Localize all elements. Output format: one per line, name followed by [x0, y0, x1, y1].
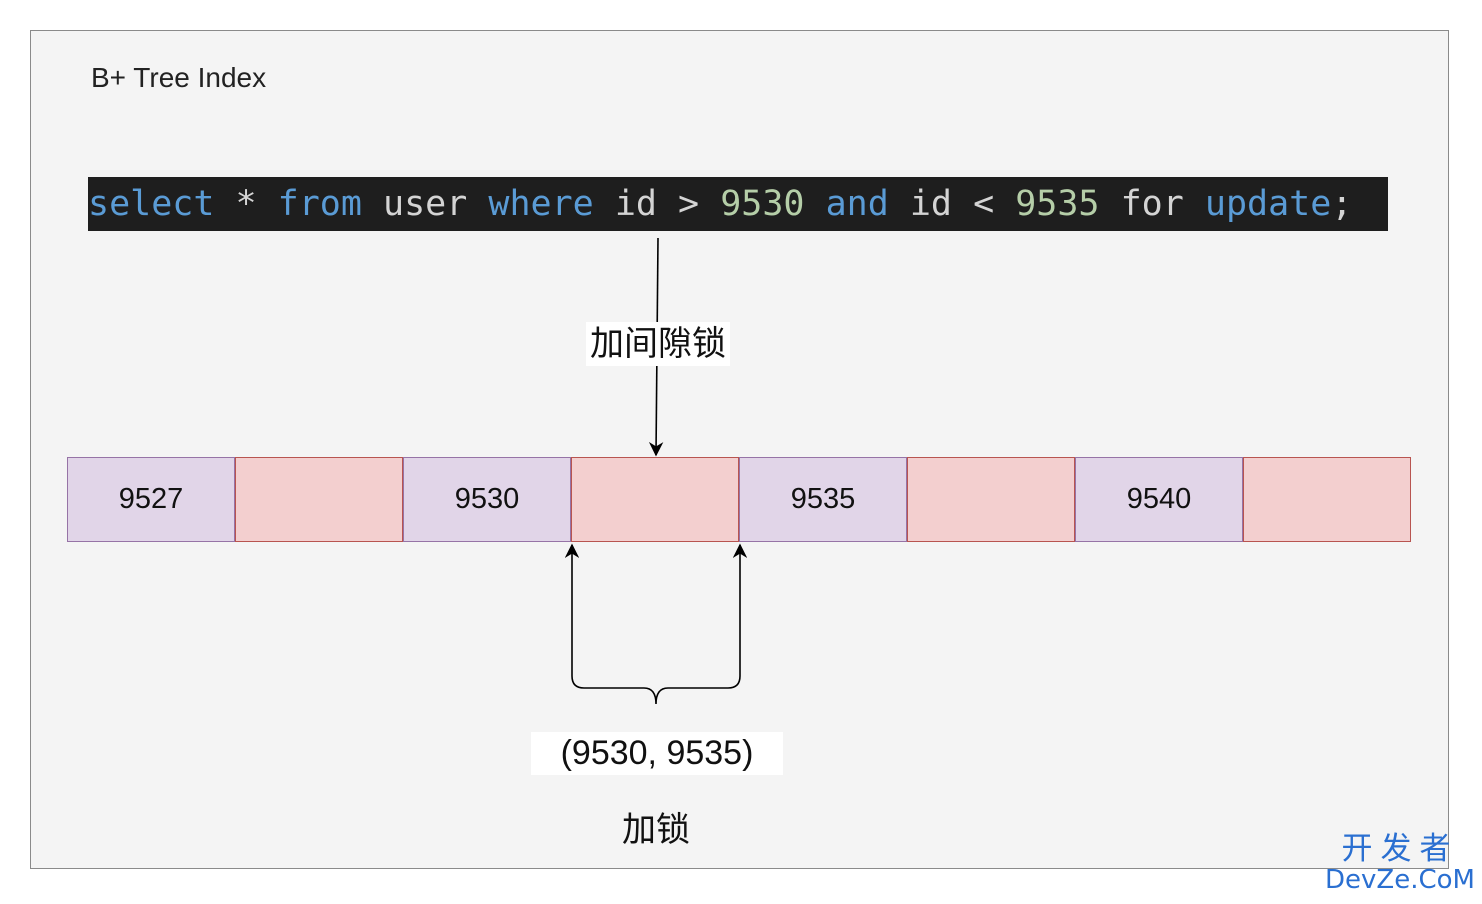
diagram-frame — [30, 30, 1449, 869]
index-cell-row: 9527 9530 9535 9540 — [67, 457, 1411, 542]
sql-token-plain: id < — [888, 184, 1016, 224]
sql-token-plain: ; — [1331, 184, 1353, 224]
range-label: (9530, 9535) — [531, 732, 783, 775]
gap-cell — [235, 457, 403, 542]
record-cell: 9535 — [739, 457, 907, 542]
lock-label: 加锁 — [622, 810, 690, 850]
sql-token-kw: update — [1204, 184, 1332, 224]
sql-token-kw: from — [277, 184, 362, 224]
sql-token-plain: user — [361, 184, 489, 224]
record-cell: 9540 — [1075, 457, 1243, 542]
watermark: 开发者 DevZe.CoM — [1322, 831, 1478, 895]
sql-token-plain: for — [1099, 184, 1205, 224]
watermark-line1: 开发者 — [1341, 831, 1459, 867]
diagram-title: B+ Tree Index — [91, 62, 267, 93]
watermark-line2: DevZe.CoM — [1325, 865, 1475, 895]
sql-token-num: 9530 — [720, 184, 805, 224]
record-cell: 9530 — [403, 457, 571, 542]
gap-cell — [907, 457, 1075, 542]
sql-token-plain: * — [214, 184, 278, 224]
sql-token-kw: where — [488, 184, 594, 224]
gap-lock-label: 加间隙锁 — [586, 322, 730, 366]
sql-token-kw: select — [88, 184, 215, 224]
range-brace — [571, 675, 741, 705]
sql-token-plain: id > — [593, 184, 721, 224]
gap-cell — [571, 457, 739, 542]
sql-token-num: 9535 — [1015, 184, 1100, 224]
gap-cell — [1243, 457, 1411, 542]
sql-statement: select * from user where id > 9530 and i… — [88, 177, 1388, 231]
record-cell: 9527 — [67, 457, 235, 542]
sql-token-kw: and — [825, 184, 889, 224]
